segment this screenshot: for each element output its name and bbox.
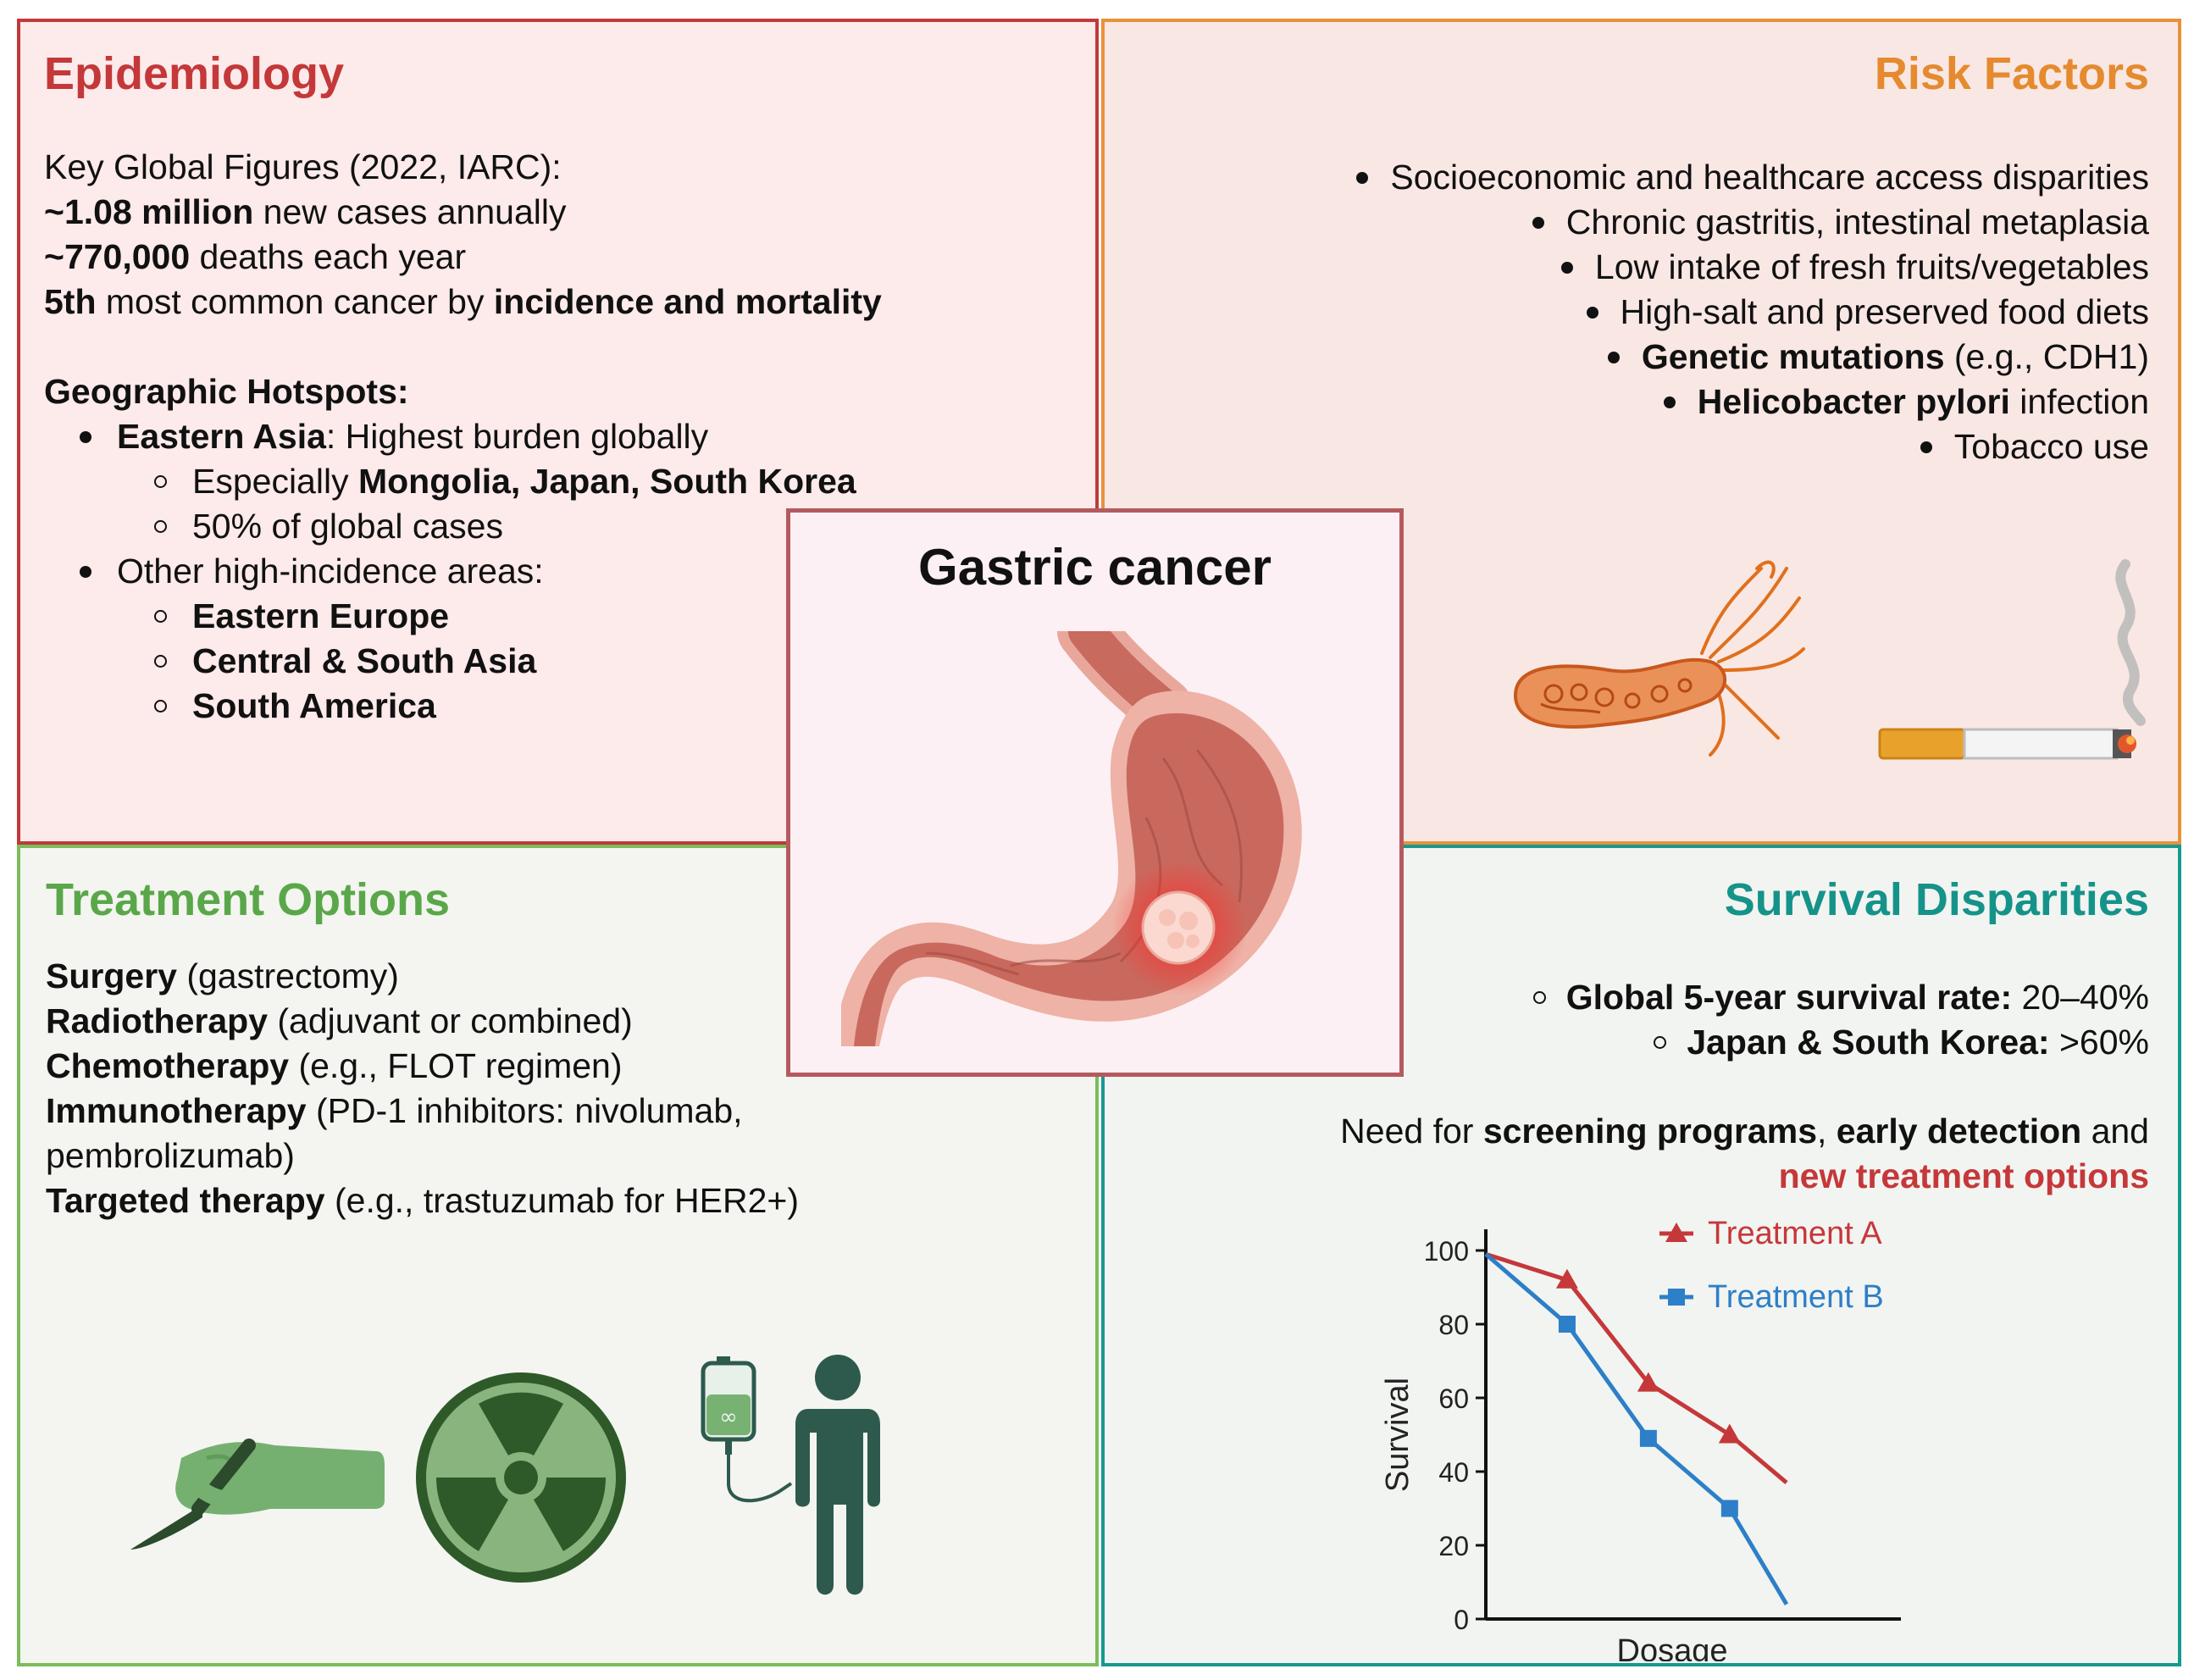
list-item: Immunotherapy (PD-1 inhibitors: nivoluma… bbox=[46, 1091, 743, 1130]
new-treatment-options-text: new treatment options bbox=[1778, 1156, 2149, 1195]
risk-factors-list: Socioeconomic and healthcare access disp… bbox=[1356, 155, 2149, 469]
list-item: Especially Mongolia, Japan, South Korea bbox=[44, 459, 882, 504]
list-item: Genetic mutations (e.g., CDH1) bbox=[1356, 335, 2149, 380]
list-item: Eastern Asia: Highest burden globally bbox=[44, 414, 882, 459]
list-item: Chronic gastritis, intestinal metaplasia bbox=[1356, 200, 2149, 245]
epidemiology-body: Key Global Figures (2022, IARC): ~1.08 m… bbox=[44, 145, 882, 729]
list-item: 50% of global cases bbox=[44, 504, 882, 549]
treatment-title: Treatment Options bbox=[46, 874, 451, 925]
epidemiology-panel: Epidemiology Key Global Figures (2022, I… bbox=[17, 19, 1099, 845]
list-item: Helicobacter pylori infection bbox=[1356, 380, 2149, 424]
data-point bbox=[1558, 1316, 1576, 1333]
data-point bbox=[1637, 1372, 1659, 1392]
svg-text:∞: ∞ bbox=[719, 1405, 738, 1430]
y-tick-label: 40 bbox=[1438, 1457, 1469, 1488]
key-figures-intro: Key Global Figures (2022, IARC): bbox=[44, 147, 562, 186]
list-item: Eastern Europe bbox=[44, 594, 882, 639]
helicobacter-pylori-icon bbox=[1513, 560, 1805, 757]
list-item: Tobacco use bbox=[1356, 424, 2149, 469]
list-item: Japan & South Korea: >60% bbox=[1533, 1020, 2149, 1065]
list-item: Other high-incidence areas: bbox=[44, 549, 882, 594]
y-tick-label: 20 bbox=[1438, 1531, 1469, 1561]
treatment-list: Surgery (gastrectomy) Radiotherapy (adju… bbox=[46, 954, 799, 1223]
legend-marker bbox=[1668, 1289, 1685, 1306]
list-item: South America bbox=[44, 684, 882, 729]
list-item: Low intake of fresh fruits/vegetables bbox=[1356, 245, 2149, 290]
list-item: Chemotherapy (e.g., FLOT regimen) bbox=[46, 1046, 623, 1085]
list-item: Central & South Asia bbox=[44, 639, 882, 684]
stomach-tumor-icon bbox=[841, 631, 1302, 1046]
survival-title: Survival Disparities bbox=[1724, 874, 2149, 925]
deaths-line: ~770,000 deaths each year bbox=[44, 237, 467, 276]
data-point bbox=[1639, 1429, 1657, 1447]
hotspots-heading: Geographic Hotspots: bbox=[44, 372, 409, 411]
iv-drip-patient-icon: ∞ bbox=[701, 1355, 880, 1595]
gastric-cancer-center-box: Gastric cancer bbox=[786, 508, 1404, 1077]
list-item: Socioeconomic and healthcare access disp… bbox=[1356, 155, 2149, 200]
y-tick-label: 100 bbox=[1424, 1236, 1469, 1267]
survival-list: Global 5-year survival rate: 20–40% Japa… bbox=[1532, 975, 2149, 1065]
legend-label: Treatment A bbox=[1708, 1216, 1882, 1251]
y-axis-label: Survival bbox=[1380, 1378, 1416, 1492]
y-tick-label: 80 bbox=[1438, 1310, 1469, 1340]
epidemiology-title: Epidemiology bbox=[44, 48, 345, 99]
list-item: Surgery (gastrectomy) bbox=[46, 956, 399, 995]
scalpel-hand-icon bbox=[130, 1439, 385, 1550]
data-point bbox=[1720, 1500, 1738, 1517]
radiation-icon bbox=[416, 1372, 626, 1583]
new-cases-line: ~1.08 million new cases annually bbox=[44, 192, 567, 231]
list-item: Radiotherapy (adjuvant or combined) bbox=[46, 1001, 633, 1040]
cigarette-icon bbox=[1878, 559, 2146, 760]
data-point bbox=[1555, 1268, 1578, 1289]
list-item: High-salt and preserved food diets bbox=[1356, 290, 2149, 335]
center-title: Gastric cancer bbox=[918, 539, 1272, 596]
risk-factors-title: Risk Factors bbox=[1874, 48, 2149, 99]
list-item: Targeted therapy (e.g., trastuzumab for … bbox=[46, 1181, 800, 1220]
data-point bbox=[1718, 1423, 1741, 1444]
y-tick-label: 60 bbox=[1438, 1383, 1469, 1414]
x-axis-label: Dosage bbox=[1617, 1633, 1728, 1661]
legend-label: Treatment B bbox=[1708, 1279, 1884, 1315]
y-tick-label: 0 bbox=[1454, 1605, 1469, 1635]
legend-marker bbox=[1665, 1223, 1687, 1242]
rank-line: 5th most common cancer by incidence and … bbox=[44, 282, 882, 321]
need-statement: Need for screening programs, early detec… bbox=[1340, 1109, 2149, 1199]
list-item: pembrolizumab) bbox=[46, 1136, 295, 1175]
list-item: Global 5-year survival rate: 20–40% bbox=[1532, 975, 2149, 1020]
